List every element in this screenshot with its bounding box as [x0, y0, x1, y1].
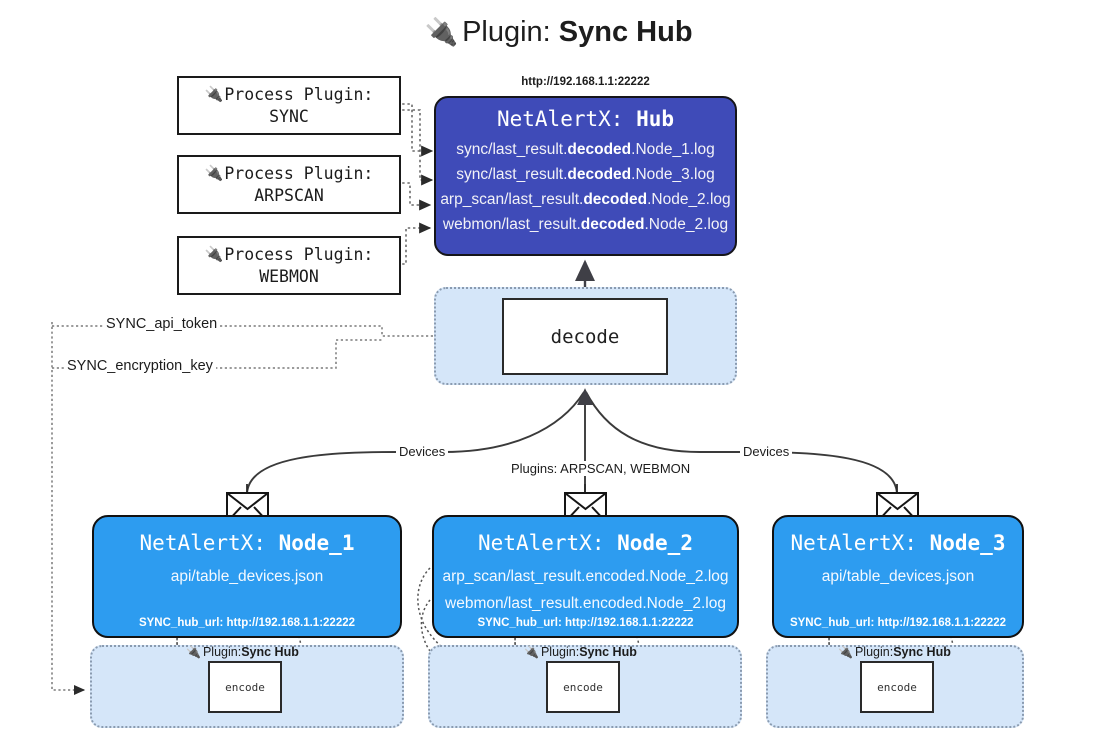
- page-title-prefix: Plugin:: [462, 16, 559, 48]
- process-plugin-sync[interactable]: 🔌Process Plugin: SYNC: [177, 76, 401, 135]
- wire-webmon-to-log4: [397, 222, 432, 265]
- plug-icon: 🔌: [186, 645, 201, 659]
- decode-box[interactable]: decode: [502, 298, 668, 375]
- process-plugin-label: Process Plugin:: [224, 85, 374, 105]
- hub-node[interactable]: NetAlertX: Hub sync/last_result.decoded.…: [434, 96, 737, 256]
- page-title: 🔌Plugin: Sync Hub: [0, 16, 1117, 49]
- process-plugin-name: ARPSCAN: [254, 185, 324, 205]
- wire-sync-to-log2: [397, 109, 434, 186]
- process-plugin-label: Process Plugin:: [224, 164, 374, 184]
- edge-label-devices-left: Devices: [396, 444, 449, 459]
- plug-icon: 🔌: [204, 164, 224, 183]
- process-plugin-arpscan[interactable]: 🔌Process Plugin: ARPSCAN: [177, 155, 401, 214]
- node-line: arp_scan/last_result.encoded.Node_2.log: [442, 568, 729, 585]
- hub-log-line: sync/last_result.decoded.Node_3.log: [456, 166, 715, 184]
- node-line: api/table_devices.json: [821, 568, 975, 585]
- bottom-plugin-label-1: 🔌Plugin: Sync Hub: [186, 645, 299, 659]
- encode-box-1[interactable]: encode: [208, 661, 282, 713]
- edge-label-devices-right: Devices: [740, 444, 793, 459]
- encode-box-3[interactable]: encode: [860, 661, 934, 713]
- node-line: webmon/last_result.encoded.Node_2.log: [445, 595, 726, 613]
- node-title: NetAlertX: Node_2: [478, 531, 693, 555]
- node-hub-url: SYNC_hub_url: http://192.168.1.1:22222: [138, 617, 356, 629]
- node-line: api/table_devices.json: [170, 568, 324, 585]
- plug-icon: 🔌: [424, 17, 459, 47]
- wire-sync-to-log1: [397, 103, 434, 157]
- plug-icon: 🔌: [524, 645, 539, 659]
- hub-log-line: sync/last_result.decoded.Node_1.log: [456, 141, 715, 158]
- wire-secrets-to-bottom: [51, 322, 86, 696]
- hub-title: NetAlertX: Hub: [497, 107, 674, 131]
- node-3[interactable]: NetAlertX: Node_3 api/table_devices.json…: [772, 515, 1024, 638]
- bottom-plugin-label-2: 🔌Plugin: Sync Hub: [524, 645, 637, 659]
- process-plugin-webmon[interactable]: 🔌Process Plugin: WEBMON: [177, 236, 401, 295]
- node-title: NetAlertX: Node_3: [790, 531, 1006, 555]
- plug-icon: 🔌: [204, 245, 224, 264]
- plug-icon: 🔌: [838, 645, 853, 659]
- process-plugin-name: WEBMON: [259, 266, 319, 286]
- process-plugin-name: SYNC: [269, 106, 309, 126]
- page-title-name: Sync Hub: [558, 16, 693, 48]
- node-title: NetAlertX: Node_1: [139, 531, 355, 555]
- hub-title-prefix: NetAlertX:: [496, 107, 637, 131]
- hub-log-line: arp_scan/last_result.decoded.Node_2.log: [440, 191, 731, 209]
- encode-box-2[interactable]: encode: [546, 661, 620, 713]
- wire-arpscan-to-log3: [397, 182, 432, 211]
- node-1[interactable]: NetAlertX: Node_1 api/table_devices.json…: [92, 515, 402, 638]
- node-2[interactable]: NetAlertX: Node_2 arp_scan/last_result.e…: [432, 515, 739, 638]
- hub-url-label: http://192.168.1.1:22222: [521, 76, 650, 88]
- plug-icon: 🔌: [204, 85, 224, 104]
- hub-log-line: webmon/last_result.decoded.Node_2.log: [442, 216, 729, 234]
- process-plugin-label: Process Plugin:: [224, 245, 374, 265]
- hub-title-name: Hub: [636, 107, 674, 131]
- secret-label-api-token: SYNC_api_token: [103, 316, 221, 332]
- node-hub-url: SYNC_hub_url: http://192.168.1.1:22222: [789, 617, 1007, 629]
- edge-label-plugins-middle: Plugins: ARPSCAN, WEBMON: [508, 461, 694, 476]
- bottom-plugin-label-3: 🔌Plugin: Sync Hub: [838, 645, 951, 659]
- node-hub-url: SYNC_hub_url: http://192.168.1.1:22222: [477, 617, 694, 629]
- secret-label-encryption-key: SYNC_encryption_key: [64, 358, 216, 374]
